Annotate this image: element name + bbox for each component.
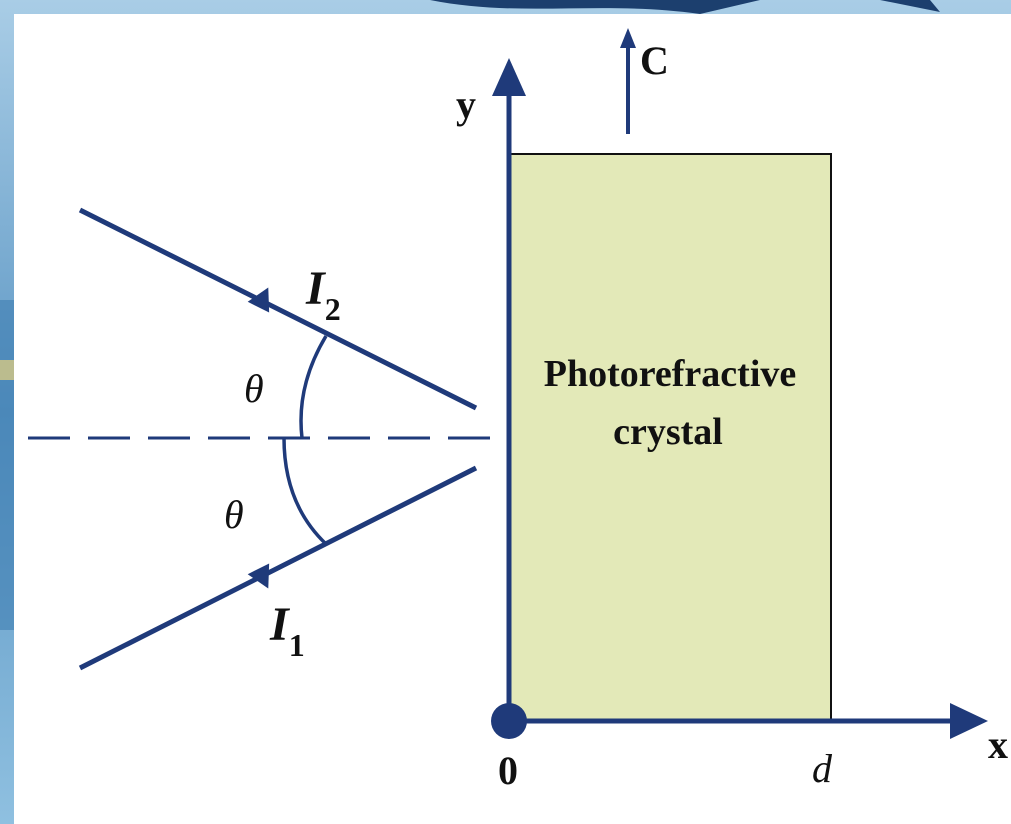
y-axis-arrow-icon — [492, 58, 526, 96]
beam-i2-line — [78, 207, 478, 411]
origin-label: 0 — [498, 748, 518, 793]
crystal-label-line2: crystal — [613, 411, 723, 453]
beam-i2-subscript: 2 — [325, 291, 341, 327]
x-axis-arrow-icon — [950, 703, 988, 739]
y-axis-label: y — [456, 82, 476, 127]
angle-arc-upper — [299, 335, 328, 439]
angle-theta-upper: θ — [244, 366, 264, 411]
beam-i1-arrow-icon — [247, 563, 270, 589]
c-axis-label: C — [640, 38, 669, 83]
beam-i2-label: I2 — [305, 262, 341, 327]
thickness-label: d — [812, 746, 833, 791]
angle-arc-lower — [282, 437, 328, 546]
origin-dot — [491, 703, 527, 739]
beam-i1-subscript: 1 — [289, 627, 305, 663]
crystal-label-line1: Photorefractive — [544, 353, 797, 395]
c-axis-arrow-icon — [620, 28, 636, 48]
beam-i1-line — [78, 465, 478, 671]
beam-i1-label: I1 — [269, 598, 305, 663]
angle-theta-lower: θ — [224, 492, 244, 537]
beam-i2-arrow-icon — [247, 287, 270, 313]
x-axis-label: x — [988, 722, 1008, 767]
